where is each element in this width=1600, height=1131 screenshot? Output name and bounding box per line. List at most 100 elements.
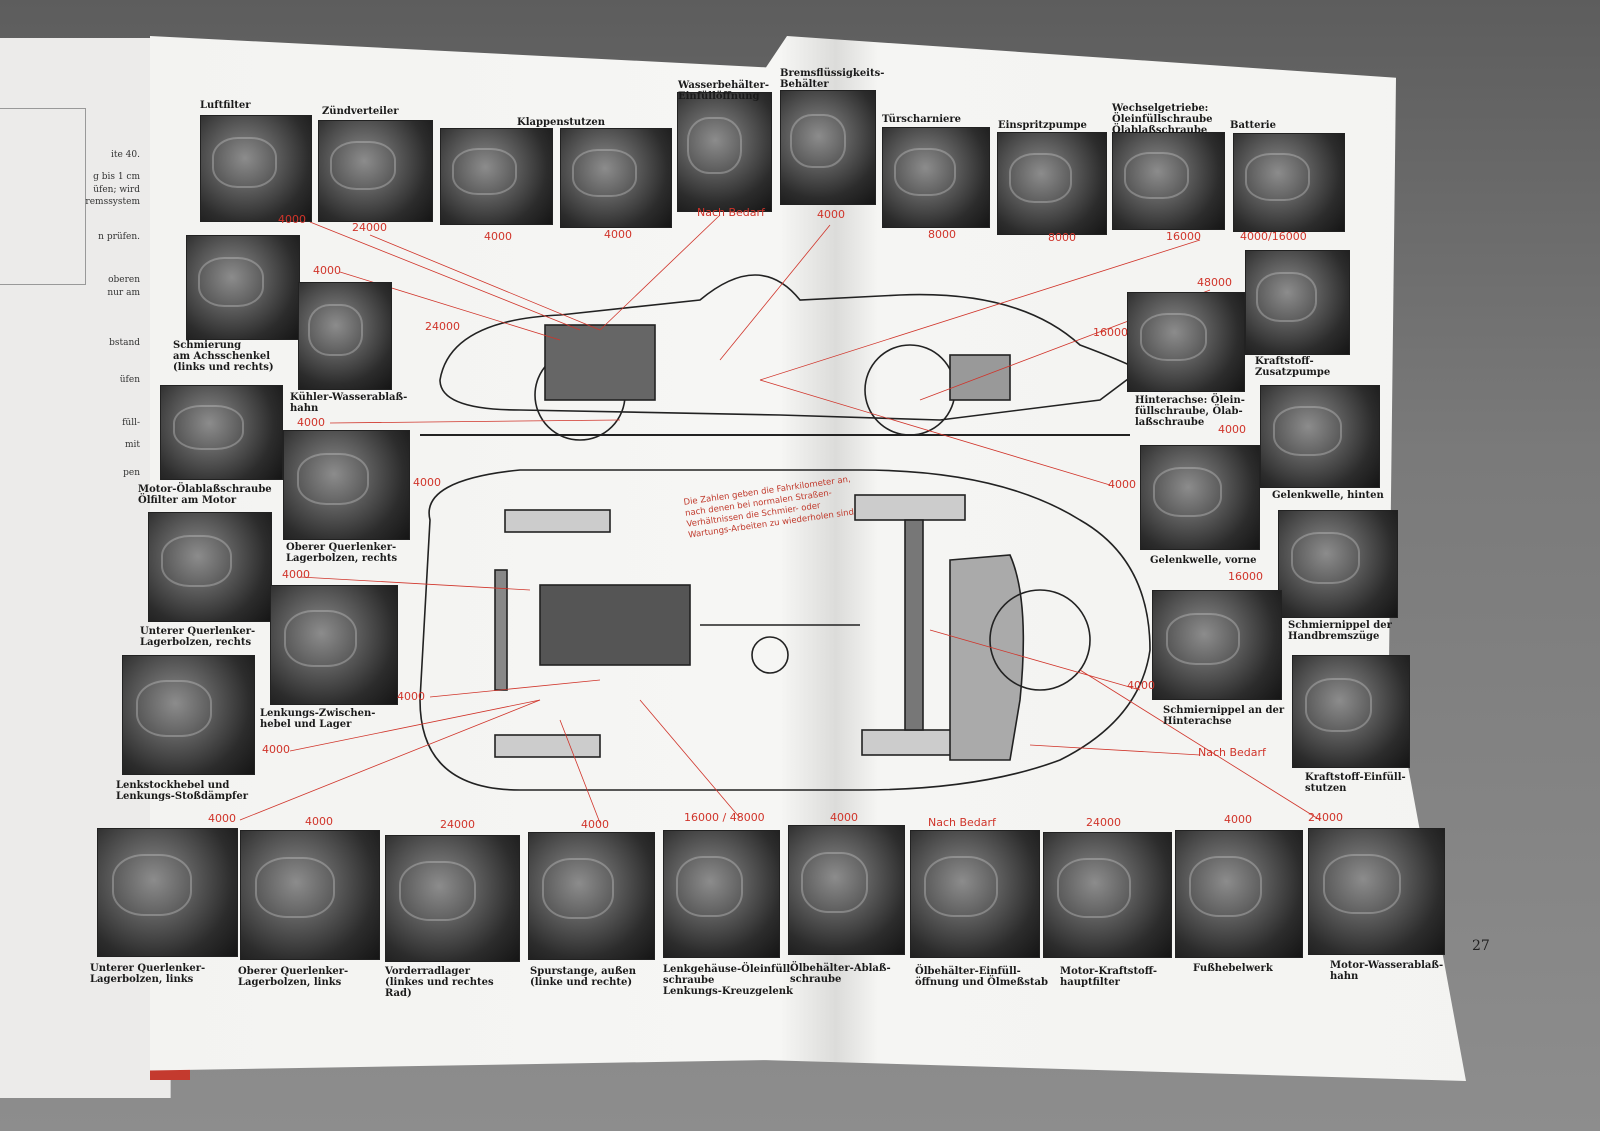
photo-caption: Hinterachse: Ölein- füllschraube, Ölab- …	[1135, 395, 1245, 428]
photo-caption: Unterer Querlenker- Lagerbolzen, rechts	[140, 626, 256, 648]
component-photo	[318, 120, 433, 222]
service-interval-km: 4000	[604, 228, 632, 241]
component-photo	[1152, 590, 1282, 700]
component-photo	[298, 282, 392, 390]
leader-lines	[239, 214, 1321, 824]
service-interval-km: 16000	[1093, 326, 1128, 339]
photo-caption: Lenkstockhebel und Lenkungs-Stoßdämpfer	[116, 780, 248, 802]
service-interval-km: Nach Bedarf	[1198, 746, 1266, 759]
component-photo	[148, 512, 272, 622]
photo-caption: Kühler-Wasserablaß- hahn	[290, 392, 408, 414]
component-photo	[1278, 510, 1398, 618]
photo-caption: Schmierung am Achsschenkel (links und re…	[173, 340, 274, 373]
component-photo	[1043, 832, 1172, 958]
left-page-text: füll-	[122, 418, 140, 428]
photo-caption: Fußhebelwerk	[1193, 963, 1273, 974]
photo-caption: Lenkgehäuse-Öleinfüll- schraube Lenkungs…	[663, 964, 795, 997]
component-photo	[1292, 655, 1410, 768]
left-page-text: nur am	[107, 288, 140, 298]
component-photo	[270, 585, 398, 705]
photo-caption: Türscharniere	[882, 114, 962, 125]
left-page-text: n prüfen.	[98, 232, 140, 242]
photo-caption: Klappenstutzen	[517, 117, 606, 128]
service-interval-km: 4000	[208, 812, 236, 825]
photo-caption: Lenkungs-Zwischen- hebel und Lager	[260, 708, 376, 730]
photo-caption: Gelenkwelle, vorne	[1150, 555, 1257, 566]
component-photo	[528, 832, 655, 960]
component-photo	[1260, 385, 1380, 488]
service-interval-km: 48000	[1197, 276, 1232, 289]
photo-caption: Luftfilter	[200, 100, 251, 111]
photo-caption: Vorderradlager (linkes und rechtes Rad)	[385, 966, 494, 999]
component-photo	[160, 385, 283, 480]
service-interval-km: 8000	[928, 228, 956, 241]
service-interval-km: 4000	[1108, 478, 1136, 491]
left-page-text: oberen	[108, 275, 140, 285]
service-interval-km: 4000	[305, 815, 333, 828]
component-photo	[240, 830, 380, 960]
photo-caption: Schmiernippel der Handbremszüge	[1288, 620, 1392, 642]
left-page-text: remssystem	[85, 197, 140, 207]
photo-caption: Unterer Querlenker- Lagerbolzen, links	[90, 963, 206, 985]
left-page-table	[0, 108, 86, 285]
service-interval-km: 24000	[352, 221, 387, 234]
photo-caption: Oberer Querlenker- Lagerbolzen, links	[238, 966, 349, 988]
left-page-text: üfen	[119, 375, 140, 385]
component-photo	[1233, 133, 1345, 232]
service-interval-km: Nach Bedarf	[928, 816, 996, 829]
photo-caption: Oberer Querlenker- Lagerbolzen, rechts	[286, 542, 398, 564]
left-page-text: bstand	[109, 338, 140, 348]
service-interval-km: 16000	[1228, 570, 1263, 583]
component-photo	[1127, 292, 1245, 392]
photo-caption: Kraftstoff- Zusatzpumpe	[1255, 356, 1331, 378]
service-interval-km: 4000	[262, 743, 290, 756]
service-interval-km: 24000	[1308, 811, 1343, 824]
service-interval-km: 4000	[282, 568, 310, 581]
service-interval-km: 4000	[1224, 813, 1252, 826]
photo-caption: Motor-Ölablaßschraube Ölfilter am Motor	[138, 484, 272, 506]
service-interval-km: 24000	[425, 320, 460, 333]
left-page-text: g bis 1 cm	[93, 172, 140, 182]
component-photo	[122, 655, 255, 775]
left-page-text: üfen; wird	[93, 185, 140, 195]
service-interval-km: 4000	[413, 476, 441, 489]
service-interval-km: 8000	[1048, 231, 1076, 244]
page-number: 27	[1472, 938, 1490, 954]
photo-caption: Wechselgetriebe: Öleinfüllschraube Ölabl…	[1112, 103, 1213, 136]
side-view-car	[420, 274, 1142, 441]
component-photo	[997, 132, 1107, 235]
component-photo	[1175, 830, 1303, 958]
component-photo	[1308, 828, 1445, 955]
service-interval-km: 4000	[581, 818, 609, 831]
photo-caption: Batterie	[1230, 120, 1276, 131]
component-photo	[186, 235, 300, 340]
component-photo	[385, 835, 520, 962]
photo-caption: Motor-Kraftstoff- hauptfilter	[1060, 966, 1158, 988]
service-interval-km: 16000 / 48000	[684, 811, 765, 824]
service-interval-km: 4000	[817, 208, 845, 221]
service-interval-km: 4000	[278, 213, 306, 226]
component-photo	[200, 115, 312, 222]
component-photo	[663, 830, 780, 958]
service-interval-km: 4000	[397, 690, 425, 703]
photo-caption: Zündverteiler	[322, 106, 399, 117]
photo-caption: Gelenkwelle, hinten	[1272, 490, 1384, 501]
photo-caption: Ölbehälter-Ablaß- schraube	[790, 963, 891, 985]
service-interval-km: 4000/16000	[1240, 230, 1307, 243]
top-view-car	[419, 469, 1151, 791]
service-interval-km: 4000	[297, 416, 325, 429]
component-photo	[780, 90, 876, 205]
component-photo	[560, 128, 672, 228]
component-photo	[97, 828, 238, 957]
service-interval-km: 4000	[1218, 423, 1246, 436]
left-page-text: pen	[123, 468, 140, 478]
photo-caption: Wasserbehälter- Einfüllöffnung	[678, 80, 770, 102]
photo-caption: Motor-Wasserablaß- hahn	[1330, 960, 1444, 982]
component-photo	[440, 128, 553, 225]
service-interval-km: 4000	[830, 811, 858, 824]
component-photo	[677, 92, 772, 212]
component-photo	[1140, 445, 1260, 550]
service-interval-km: 24000	[1086, 816, 1121, 829]
